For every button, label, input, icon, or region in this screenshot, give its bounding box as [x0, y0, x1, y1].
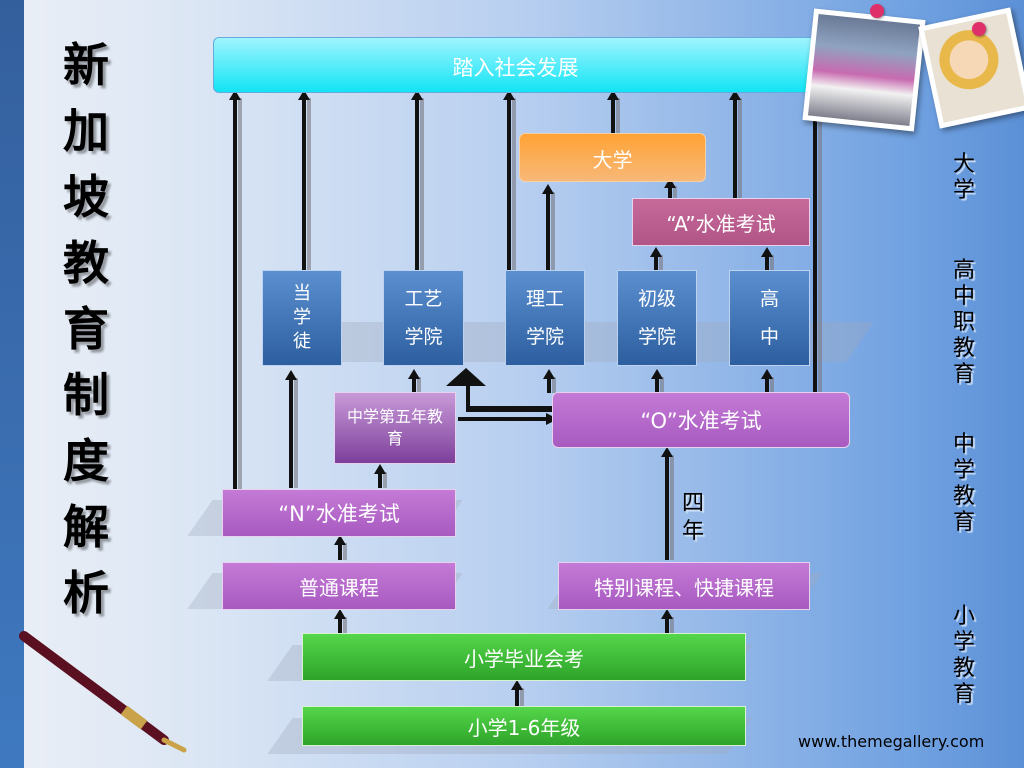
o-level-box: “O”水准考试 [552, 392, 850, 448]
pen-icon [19, 631, 187, 753]
arrow-uni-to-society [607, 90, 619, 133]
arrow-primary-to-psle [511, 680, 523, 706]
poly-box: 理工 学院 [505, 270, 585, 366]
apprentice-label: 当学徒 [293, 283, 311, 352]
arrow-o-to-jc [651, 369, 663, 393]
jc-label-1: 初级 [637, 288, 676, 310]
side-label-secondary: 中学教育 [953, 432, 976, 535]
poly-label-1: 理工 [525, 288, 564, 310]
left-strip [0, 0, 24, 768]
arrow-ite-to-society [411, 90, 423, 270]
class-photo [802, 8, 926, 132]
arrow-poly-to-uni [542, 184, 554, 270]
jc-box: 初级 学院 [617, 270, 697, 366]
ite-label-2: 学院 [404, 326, 443, 348]
hs-label-2: 中 [759, 326, 779, 348]
arrow-psle-to-special [661, 609, 673, 633]
society-box: 踏入社会发展 [213, 37, 818, 93]
arrow-n-to-sec5 [374, 464, 386, 488]
page-title: 新加坡 教育制 度解析 [63, 38, 109, 620]
arrow-psle-to-normal [334, 609, 346, 633]
ite-box: 工艺 学院 [383, 270, 464, 366]
arrow-special-to-o [661, 447, 673, 560]
arrow-o-to-hs [761, 369, 773, 393]
poly-label-2: 学院 [525, 326, 564, 348]
arrow-n-to-apprentice [285, 370, 297, 488]
psle-box: 小学毕业会考 [302, 633, 746, 681]
side-label-primary: 小学教育 [953, 604, 976, 707]
ite-label-1: 工艺 [404, 288, 443, 310]
hs-label-1: 高 [759, 288, 779, 310]
normal-course-box: 普通课程 [222, 562, 456, 610]
jc-label-2: 学院 [637, 326, 676, 348]
arrow-apprentice-to-society [298, 90, 310, 270]
arrow-a-to-uni [664, 178, 676, 198]
n-level-box: “N”水准考试 [222, 489, 456, 537]
arrow-poly-to-society [503, 90, 515, 270]
primary-box: 小学1-6年级 [302, 706, 746, 746]
arrow-a-to-society [729, 90, 741, 198]
arrow-n-to-society [229, 90, 241, 490]
arrow-o-to-poly [543, 369, 555, 393]
arrow-sec5-to-ite [408, 369, 420, 393]
side-label-university: 大学 [953, 152, 976, 203]
side-label-high-vocational: 高中职教育 [953, 258, 976, 387]
arrow-o-to-society [809, 90, 821, 392]
website-url[interactable]: www.themegallery.com [798, 732, 985, 751]
university-box: 大学 [519, 133, 706, 182]
sec5-box: 中学第五年教育 [334, 392, 456, 464]
pin-icon [972, 22, 986, 36]
arrow-hs-to-a [761, 247, 773, 270]
apprentice-box: 当学徒 [262, 270, 342, 366]
a-level-box: “A”水准考试 [632, 198, 810, 246]
arrow-jc-to-a [650, 247, 662, 270]
four-years-label: 四年 [682, 491, 705, 544]
pin-icon [870, 4, 884, 18]
arrow-normal-to-n [334, 535, 346, 560]
special-course-box: 特别课程、快捷课程 [558, 562, 810, 610]
hs-box: 高 中 [729, 270, 810, 366]
